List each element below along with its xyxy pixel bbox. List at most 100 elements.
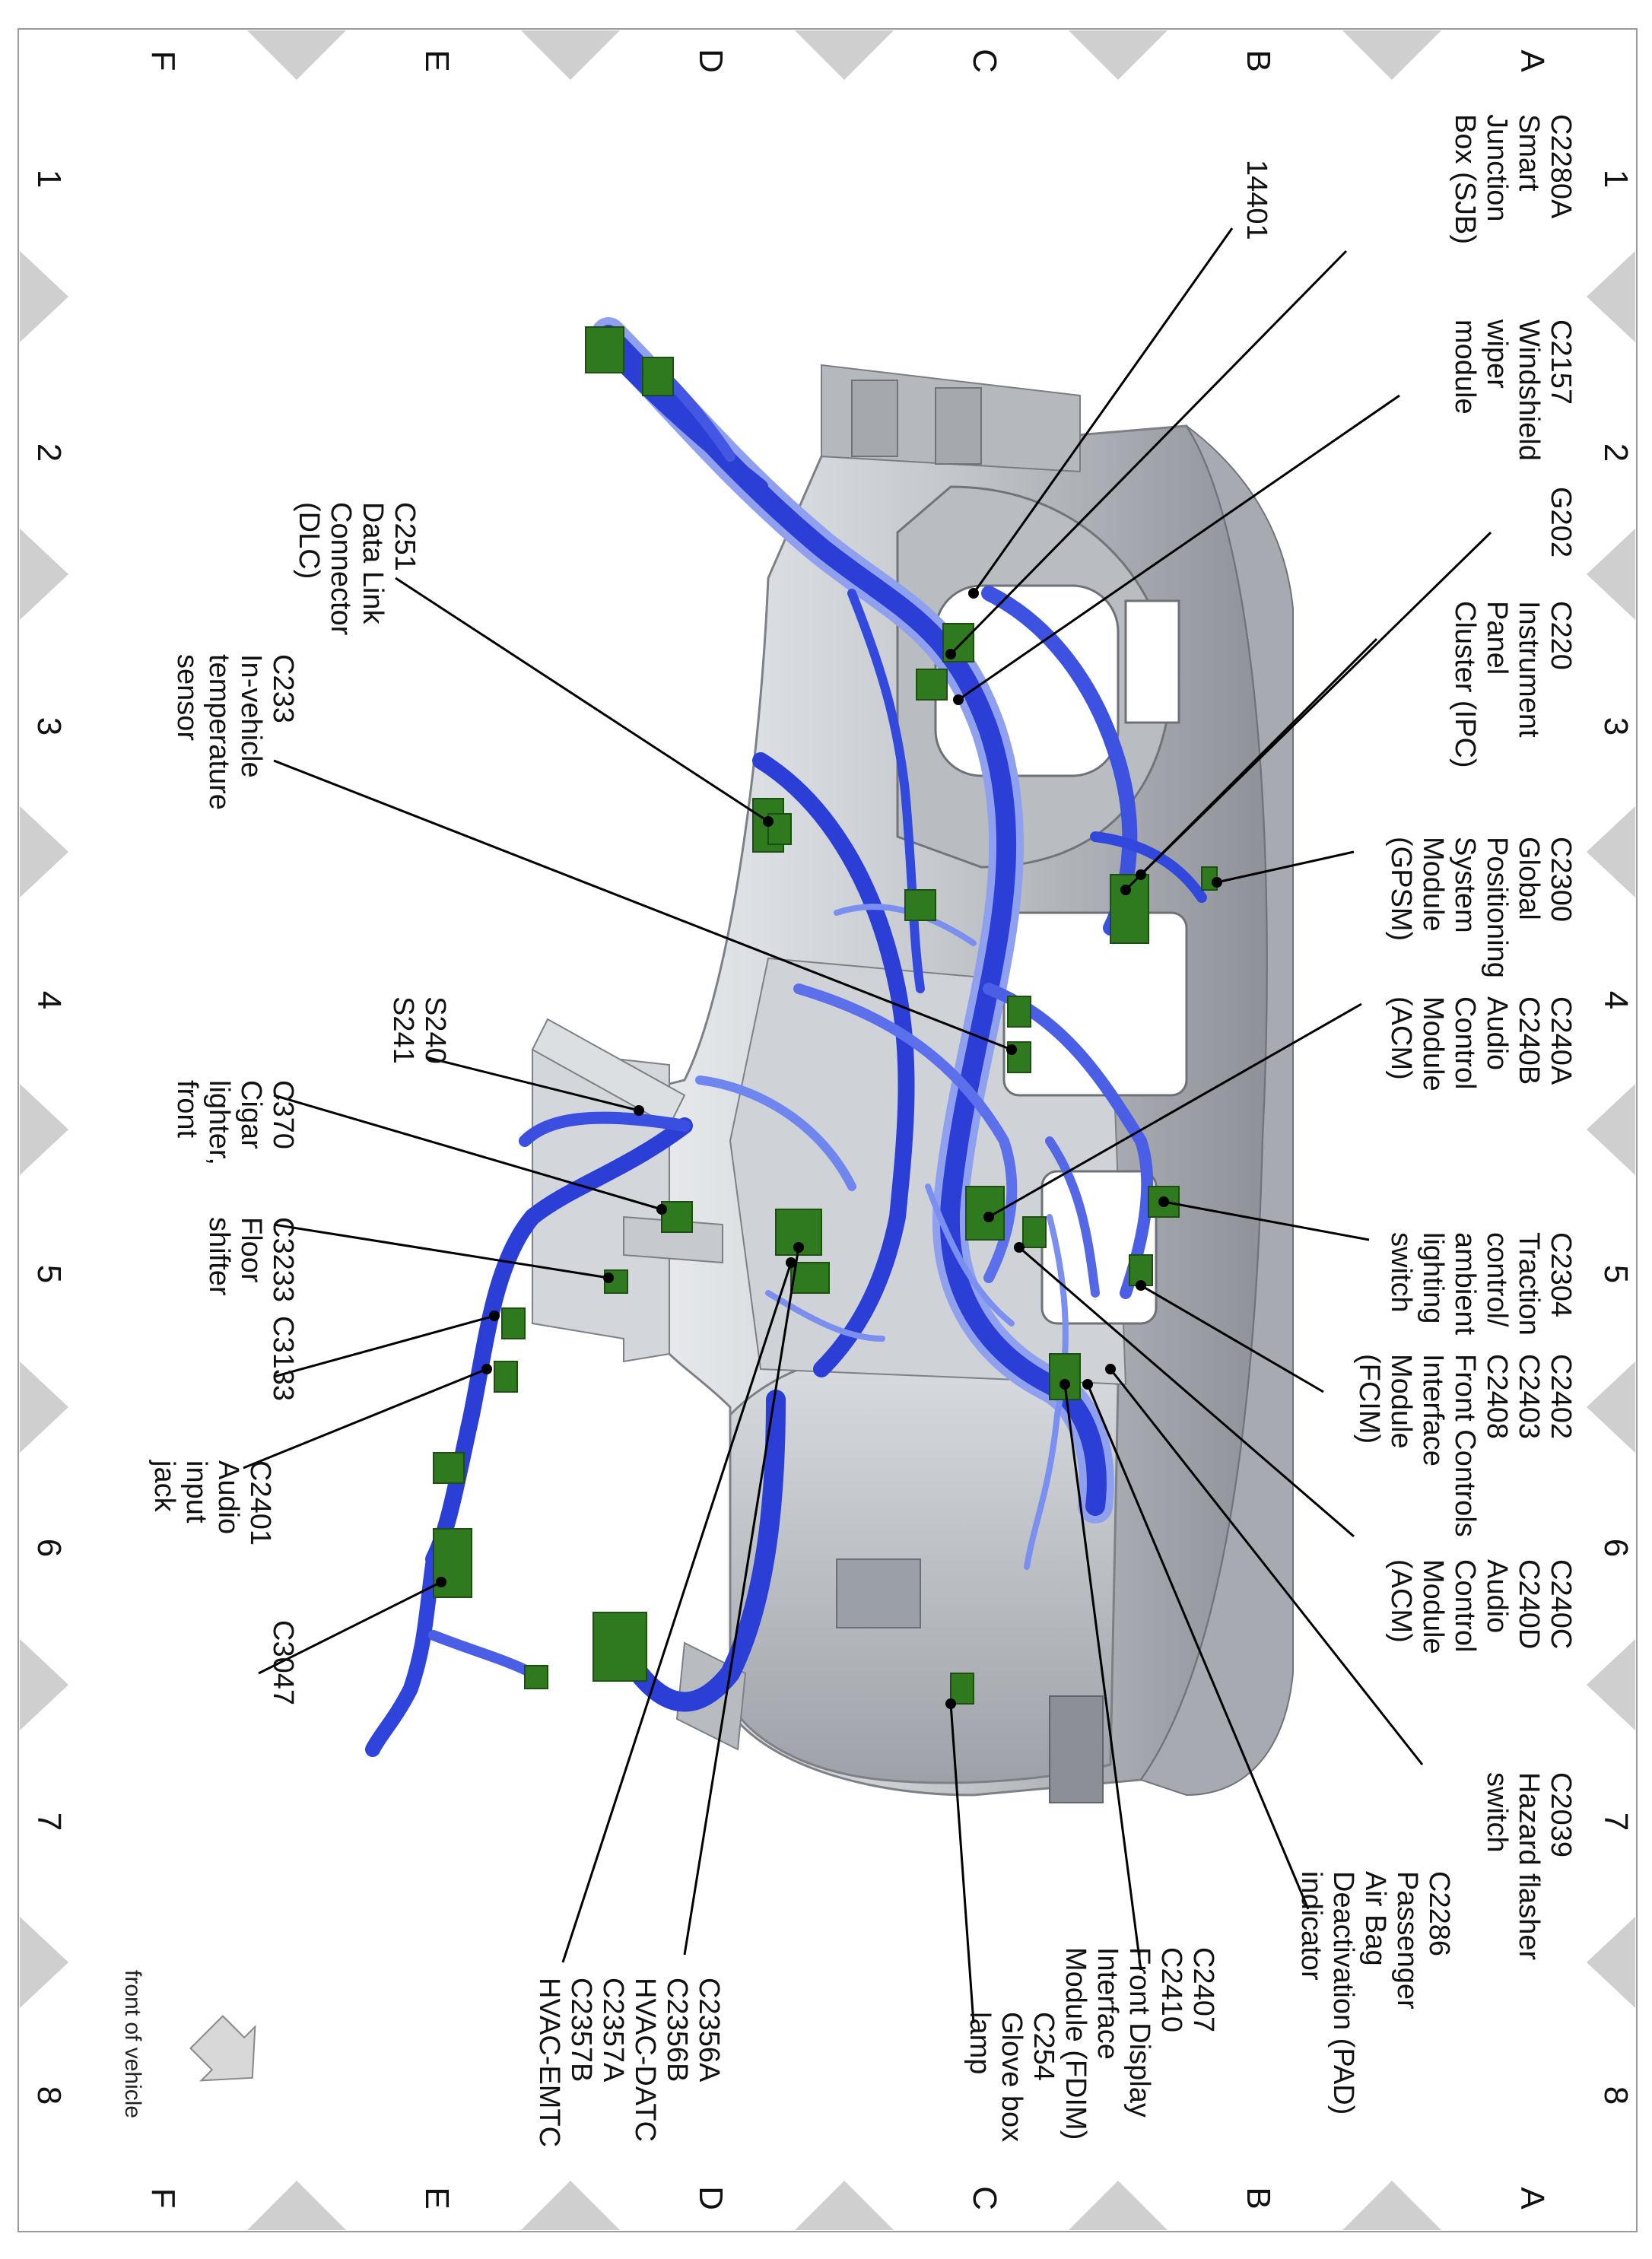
connector-block: [501, 1307, 526, 1339]
col-number-1-right: 1: [1597, 170, 1635, 188]
connector-block: [916, 669, 948, 701]
grid-markers: [20, 30, 1635, 2230]
arrowhead: [436, 1577, 446, 1587]
callout-c2407-line-1: C2410: [1155, 1947, 1187, 2032]
grid-triangle: [20, 529, 68, 620]
grid-triangle: [521, 30, 620, 80]
arrowhead: [1158, 1196, 1169, 1207]
callout-c2402-line-3: Front Controls: [1449, 1354, 1481, 1537]
callout-c240c-line-1: C240D: [1513, 1559, 1545, 1649]
harness-passenger-run: [629, 1390, 786, 1712]
callout-c3233-line-2: shifter: [203, 1217, 235, 1296]
callout-c2356-line-3: C2357A: [597, 1978, 629, 2083]
callout-c240c-line-2: Audio: [1481, 1559, 1513, 1633]
harness-cross-3: [847, 589, 925, 993]
col-number-3-right: 3: [1597, 717, 1635, 736]
callout-c240c-line-4: Module: [1417, 1559, 1449, 1654]
callout-c2157-line-1: Windshield: [1513, 319, 1545, 461]
leader-c2300: [1216, 850, 1355, 884]
callout-c2286-line-0: C2286: [1423, 1871, 1455, 1956]
callout-c240a-line-3: Control: [1449, 996, 1481, 1090]
col-number-4-right: 4: [1597, 991, 1635, 1009]
leader-14401: [972, 227, 1234, 594]
connector-block: [1129, 1254, 1153, 1286]
arrowhead: [983, 1212, 994, 1222]
callout-c2280a-line-1: Smart: [1513, 114, 1545, 192]
col-number-4-left: 4: [30, 991, 68, 1009]
harness-gpsm-branch: [1090, 831, 1207, 903]
console-bracket: [532, 1048, 670, 1363]
col-number-5-right: 5: [1597, 1265, 1635, 1283]
leader-c2407: [1063, 1384, 1142, 1971]
grid-triangle: [20, 806, 68, 898]
arrowhead: [945, 649, 956, 659]
leader-c2401: [243, 1368, 488, 1469]
leader-c2039: [1109, 1368, 1424, 1765]
grid-triangle: [20, 1639, 68, 1730]
callout-c254-line-1: Glove box: [996, 2012, 1028, 2142]
callout-c2286-line-1: Passenger: [1391, 1871, 1423, 2010]
callout-c251-line-2: Connector: [325, 502, 357, 636]
col-number-6-right: 6: [1597, 1539, 1635, 1557]
leader-c254: [949, 1703, 975, 2024]
grid-triangle: [1342, 2181, 1441, 2230]
grid-triangle: [1069, 2181, 1168, 2230]
arrowhead: [1136, 1280, 1146, 1291]
wiring-harness: [365, 317, 1207, 1757]
harness-thin-1: [1024, 1214, 1069, 1570]
connector-block: [661, 1201, 693, 1233]
leader-c251: [395, 577, 769, 823]
col-number-7-right: 7: [1597, 1813, 1635, 1831]
leader-c2356a: [683, 1247, 800, 1956]
callout-c240a-line-0: C240A: [1545, 996, 1577, 1085]
leader-c2402: [1140, 1284, 1324, 1393]
callout-c240c-line-3: Control: [1449, 1559, 1481, 1653]
callout-c2401-line-2: input: [180, 1460, 212, 1523]
callout-c3233-line-0: C3233: [267, 1217, 299, 1302]
callout-c220-line-1: Instrument: [1513, 601, 1545, 738]
callout-c3133-line-0: C3133: [267, 1316, 299, 1401]
arrowhead: [1120, 885, 1131, 895]
grid-triangle: [20, 1084, 68, 1175]
leader-c2157: [958, 394, 1400, 701]
callout-c2407-line-2: Front Display: [1123, 1947, 1155, 2118]
leader-s240: [425, 1056, 640, 1112]
callout-c2407-line-3: Interface: [1091, 1947, 1123, 2060]
callout-c233-line-0: C233: [267, 654, 299, 723]
row-letter-a-bottom: A: [1514, 2187, 1551, 2210]
callout-c2286-line-2: Air Bag: [1359, 1871, 1391, 1966]
arrowhead: [1105, 1364, 1116, 1374]
callout-c2280a-line-0: C2280A: [1545, 114, 1577, 219]
arrowhead: [603, 1272, 614, 1283]
callout-c233-line-3: sensor: [171, 654, 203, 741]
callout-c2407-line-4: Module (FDIM): [1060, 1947, 1091, 2140]
arrowhead: [489, 1311, 500, 1321]
callout-c370-line-3: front: [171, 1080, 203, 1138]
harness-right-branch: [983, 983, 1154, 1299]
callout-c2304-line-0: C2304: [1545, 1232, 1577, 1317]
glove-box-latch: [836, 1558, 921, 1628]
front-of-vehicle-indicator: front of vehicle: [120, 1970, 256, 2118]
callout-c2300-line-3: System: [1449, 837, 1481, 933]
row-letter-c-top: C: [966, 49, 1003, 73]
connector-block: [1007, 996, 1031, 1028]
arrowhead: [786, 1257, 796, 1268]
callout-c370-line-1: Cigar: [235, 1080, 267, 1149]
callout-c251-line-0: C251: [389, 502, 421, 571]
row-letter-b-top: B: [1240, 49, 1277, 71]
arrowhead: [953, 694, 964, 705]
grid-triangle: [247, 2181, 346, 2230]
connector-block: [585, 326, 624, 373]
callout-c2402-line-0: C2402: [1545, 1354, 1577, 1439]
callout-c251-line-3: (DLC): [293, 502, 325, 579]
callout-c2304-line-2: control/: [1481, 1232, 1513, 1327]
radio-opening: [1002, 911, 1188, 1097]
leader-c240c: [1018, 1246, 1355, 1538]
connector-block: [950, 1673, 974, 1705]
callout-c2304-line-3: ambient: [1449, 1232, 1481, 1336]
connector-block: [524, 1665, 548, 1689]
callout-c2300-line-5: (GPSM): [1385, 837, 1417, 941]
callout-c233-line-2: temperature: [203, 654, 235, 810]
callout-g202-line-0: G202: [1545, 487, 1577, 558]
